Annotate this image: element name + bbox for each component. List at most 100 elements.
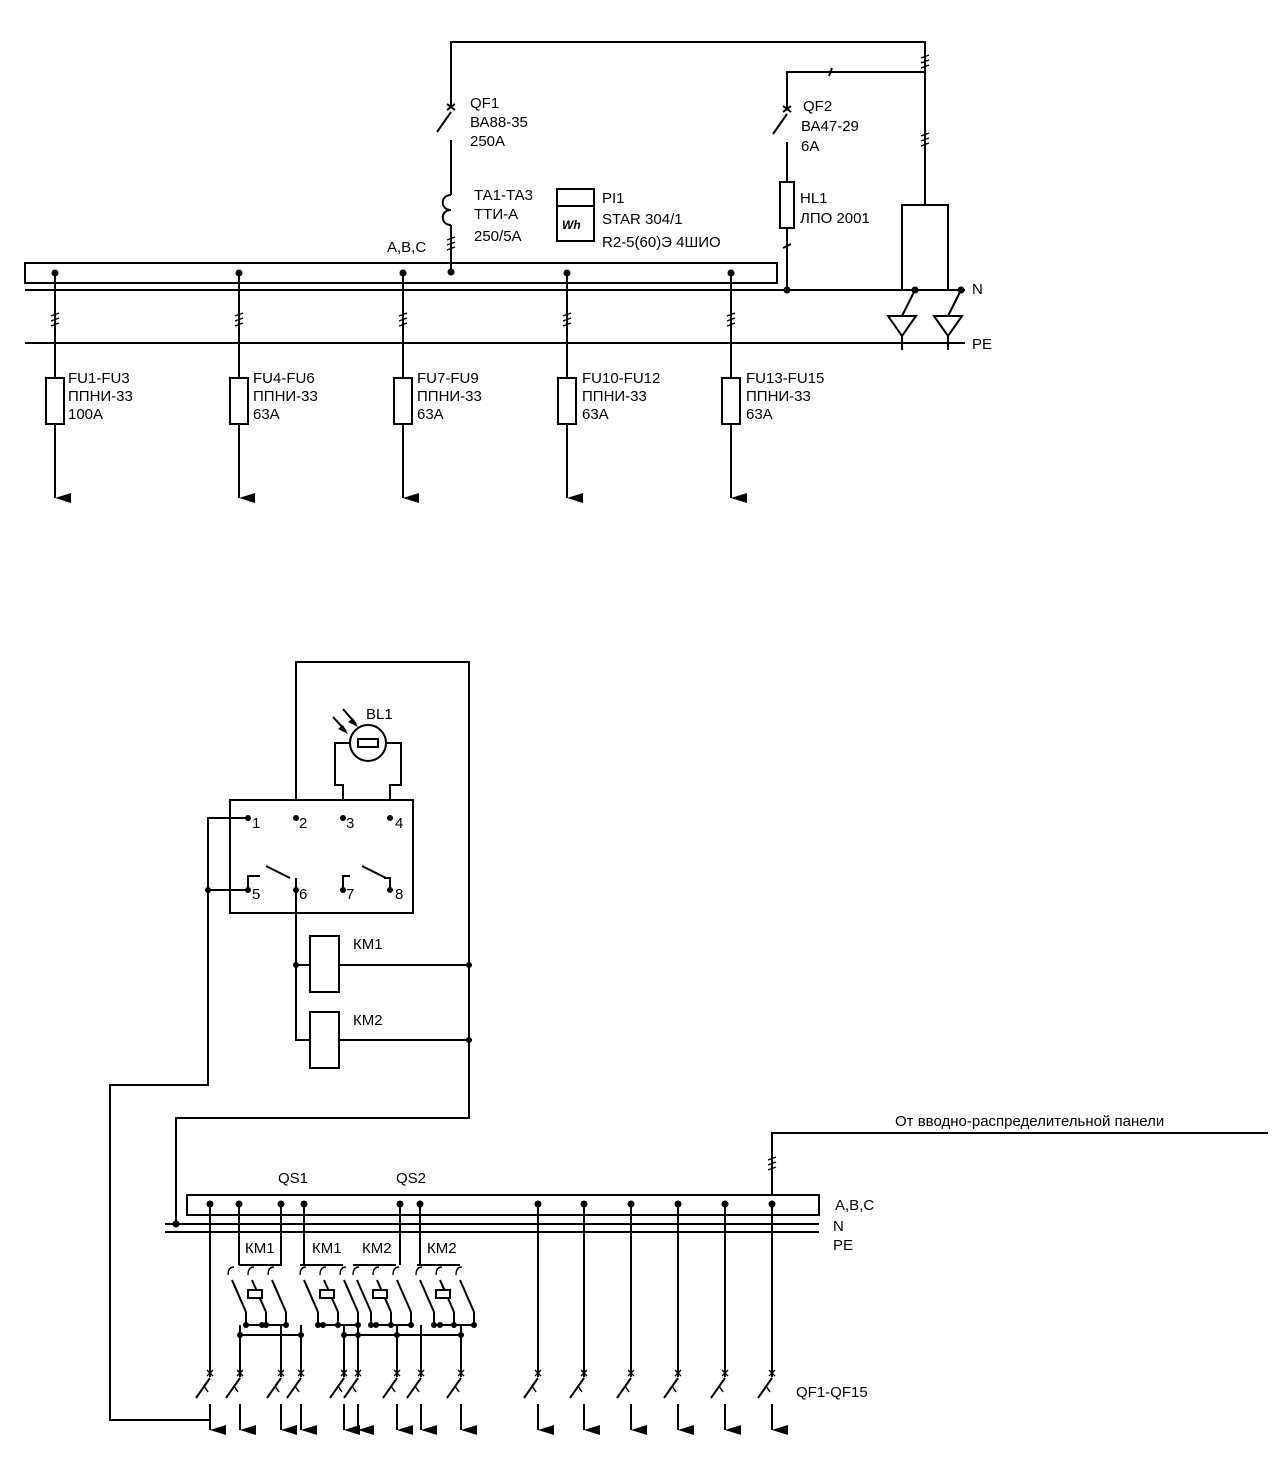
relay-pin-6: 6	[299, 886, 307, 903]
qs1-label: QS1	[278, 1170, 308, 1187]
fuse-3-body	[393, 377, 413, 425]
relay-pin-8: 8	[395, 886, 403, 903]
fuse-5-name: FU13-FU15	[746, 370, 824, 387]
contactor-group-1	[227, 1266, 289, 1328]
breaker-10	[523, 1369, 554, 1435]
relay-pin-3: 3	[346, 815, 354, 832]
breaker-6	[343, 1369, 374, 1435]
contactor-label-4: КМ2	[427, 1240, 457, 1257]
surge-arrester	[886, 204, 965, 350]
hl1-type: ЛПО 2001	[800, 210, 870, 227]
relay-pin-5: 5	[252, 886, 260, 903]
fuse-feeder-3	[393, 269, 419, 503]
bottom-bus-label: А,В,С	[835, 1197, 874, 1214]
contactor-label-1: КМ1	[245, 1240, 275, 1257]
relay-pins	[245, 815, 393, 893]
bl1-photosensor	[332, 708, 402, 818]
contactor-label-3: КМ2	[362, 1240, 392, 1257]
control-loop	[175, 661, 470, 1224]
breaker-9	[446, 1369, 477, 1435]
relay-pin-4: 4	[395, 815, 403, 832]
fuse-4-type: ППНИ-33	[582, 388, 647, 405]
outgoing-breakers	[195, 1200, 788, 1435]
breaker-7	[382, 1369, 413, 1435]
contactor-group-2	[299, 1266, 361, 1328]
pi1-meter: Wh	[556, 188, 595, 242]
ta-type: ТТИ-А	[474, 206, 518, 223]
km1-label: КМ1	[353, 936, 383, 953]
bottom-pe-label: PE	[833, 1237, 853, 1254]
fuse-5-type: ППНИ-33	[746, 388, 811, 405]
fuse-feeder-1	[45, 269, 71, 503]
pi1-symbol: Wh	[562, 218, 581, 232]
fuse-3-type: ППНИ-33	[417, 388, 482, 405]
breaker-15	[757, 1369, 788, 1435]
breaker-14	[710, 1369, 741, 1435]
fuse-feeder-5	[721, 269, 747, 503]
breaker-2	[225, 1369, 256, 1435]
contactor-group-4	[415, 1266, 477, 1328]
top-scheme: А,В,С N PE QF1 ВА88-35 250А ТА1-ТА3 ТТИ-…	[24, 41, 992, 503]
fuse-feeder-2	[229, 269, 255, 503]
fuse-1-type: ППНИ-33	[68, 388, 133, 405]
bl1-label: BL1	[366, 706, 393, 723]
bottom-scheme: BL1 1 2 3 4 5 6 7 8	[109, 661, 1268, 1435]
pi1-name: PI1	[602, 190, 625, 207]
hl1-name: HL1	[800, 190, 828, 207]
fuse-2-name: FU4-FU6	[253, 370, 315, 387]
ta-name: ТА1-ТА3	[474, 187, 533, 204]
input-line	[436, 41, 926, 276]
fuse-5-rating: 63А	[746, 406, 773, 423]
ta-ratio: 250/5А	[474, 228, 522, 245]
fuse-2-body	[229, 377, 249, 425]
fuse-3-name: FU7-FU9	[417, 370, 479, 387]
qf1-type: ВА88-35	[470, 114, 528, 131]
relay-pin-1: 1	[252, 815, 260, 832]
fuse-feeder-4	[557, 269, 583, 503]
breaker-1	[195, 1369, 226, 1435]
relay-pin-7: 7	[346, 886, 354, 903]
fuse-1-body	[45, 377, 65, 425]
contactor-groups	[227, 1200, 477, 1370]
fuse-feeders	[45, 269, 747, 503]
qf1-name: QF1	[470, 95, 499, 112]
fuse-2-rating: 63А	[253, 406, 280, 423]
contactor-label-2: КМ1	[312, 1240, 342, 1257]
km2-coil	[309, 1011, 340, 1069]
breaker-12	[616, 1369, 647, 1435]
contactor-group-3	[352, 1266, 414, 1328]
qf2-name: QF2	[803, 98, 832, 115]
top-bus-label: А,В,С	[387, 239, 426, 256]
fuse-5-body	[721, 377, 741, 425]
breaker-3	[266, 1369, 297, 1435]
qf2-rating: 6А	[801, 138, 819, 155]
pi1-spec: R2-5(60)Э 4ШИО	[602, 234, 721, 251]
fuse-3-rating: 63А	[417, 406, 444, 423]
top-pe-label: PE	[972, 336, 992, 353]
top-n-label: N	[972, 281, 983, 298]
fuse-1-name: FU1-FU3	[68, 370, 130, 387]
pi1-model: STAR 304/1	[602, 211, 683, 228]
km2-label: КМ2	[353, 1012, 383, 1029]
fuse-4-rating: 63А	[582, 406, 609, 423]
fuse-4-body	[557, 377, 577, 425]
relay-pin-2: 2	[299, 815, 307, 832]
fuse-2-type: ППНИ-33	[253, 388, 318, 405]
qf2-type: ВА47-29	[801, 118, 859, 135]
qs2-label: QS2	[396, 1170, 426, 1187]
bottom-bus-abc	[186, 1194, 820, 1216]
relay-block	[229, 799, 414, 914]
fuse-4-name: FU10-FU12	[582, 370, 660, 387]
fuse-1-rating: 100А	[68, 406, 103, 423]
breaker-5	[329, 1369, 360, 1435]
qf1-rating: 250А	[470, 133, 505, 150]
breaker-4	[286, 1369, 317, 1435]
qf2-branch	[772, 54, 930, 294]
km1-coil	[309, 935, 340, 993]
source-label: От вводно-распределительной панели	[895, 1113, 1164, 1130]
breaker-11	[569, 1369, 600, 1435]
breaker-13	[663, 1369, 694, 1435]
breaker-8	[406, 1369, 437, 1435]
breakers-label: QF1-QF15	[796, 1384, 868, 1401]
